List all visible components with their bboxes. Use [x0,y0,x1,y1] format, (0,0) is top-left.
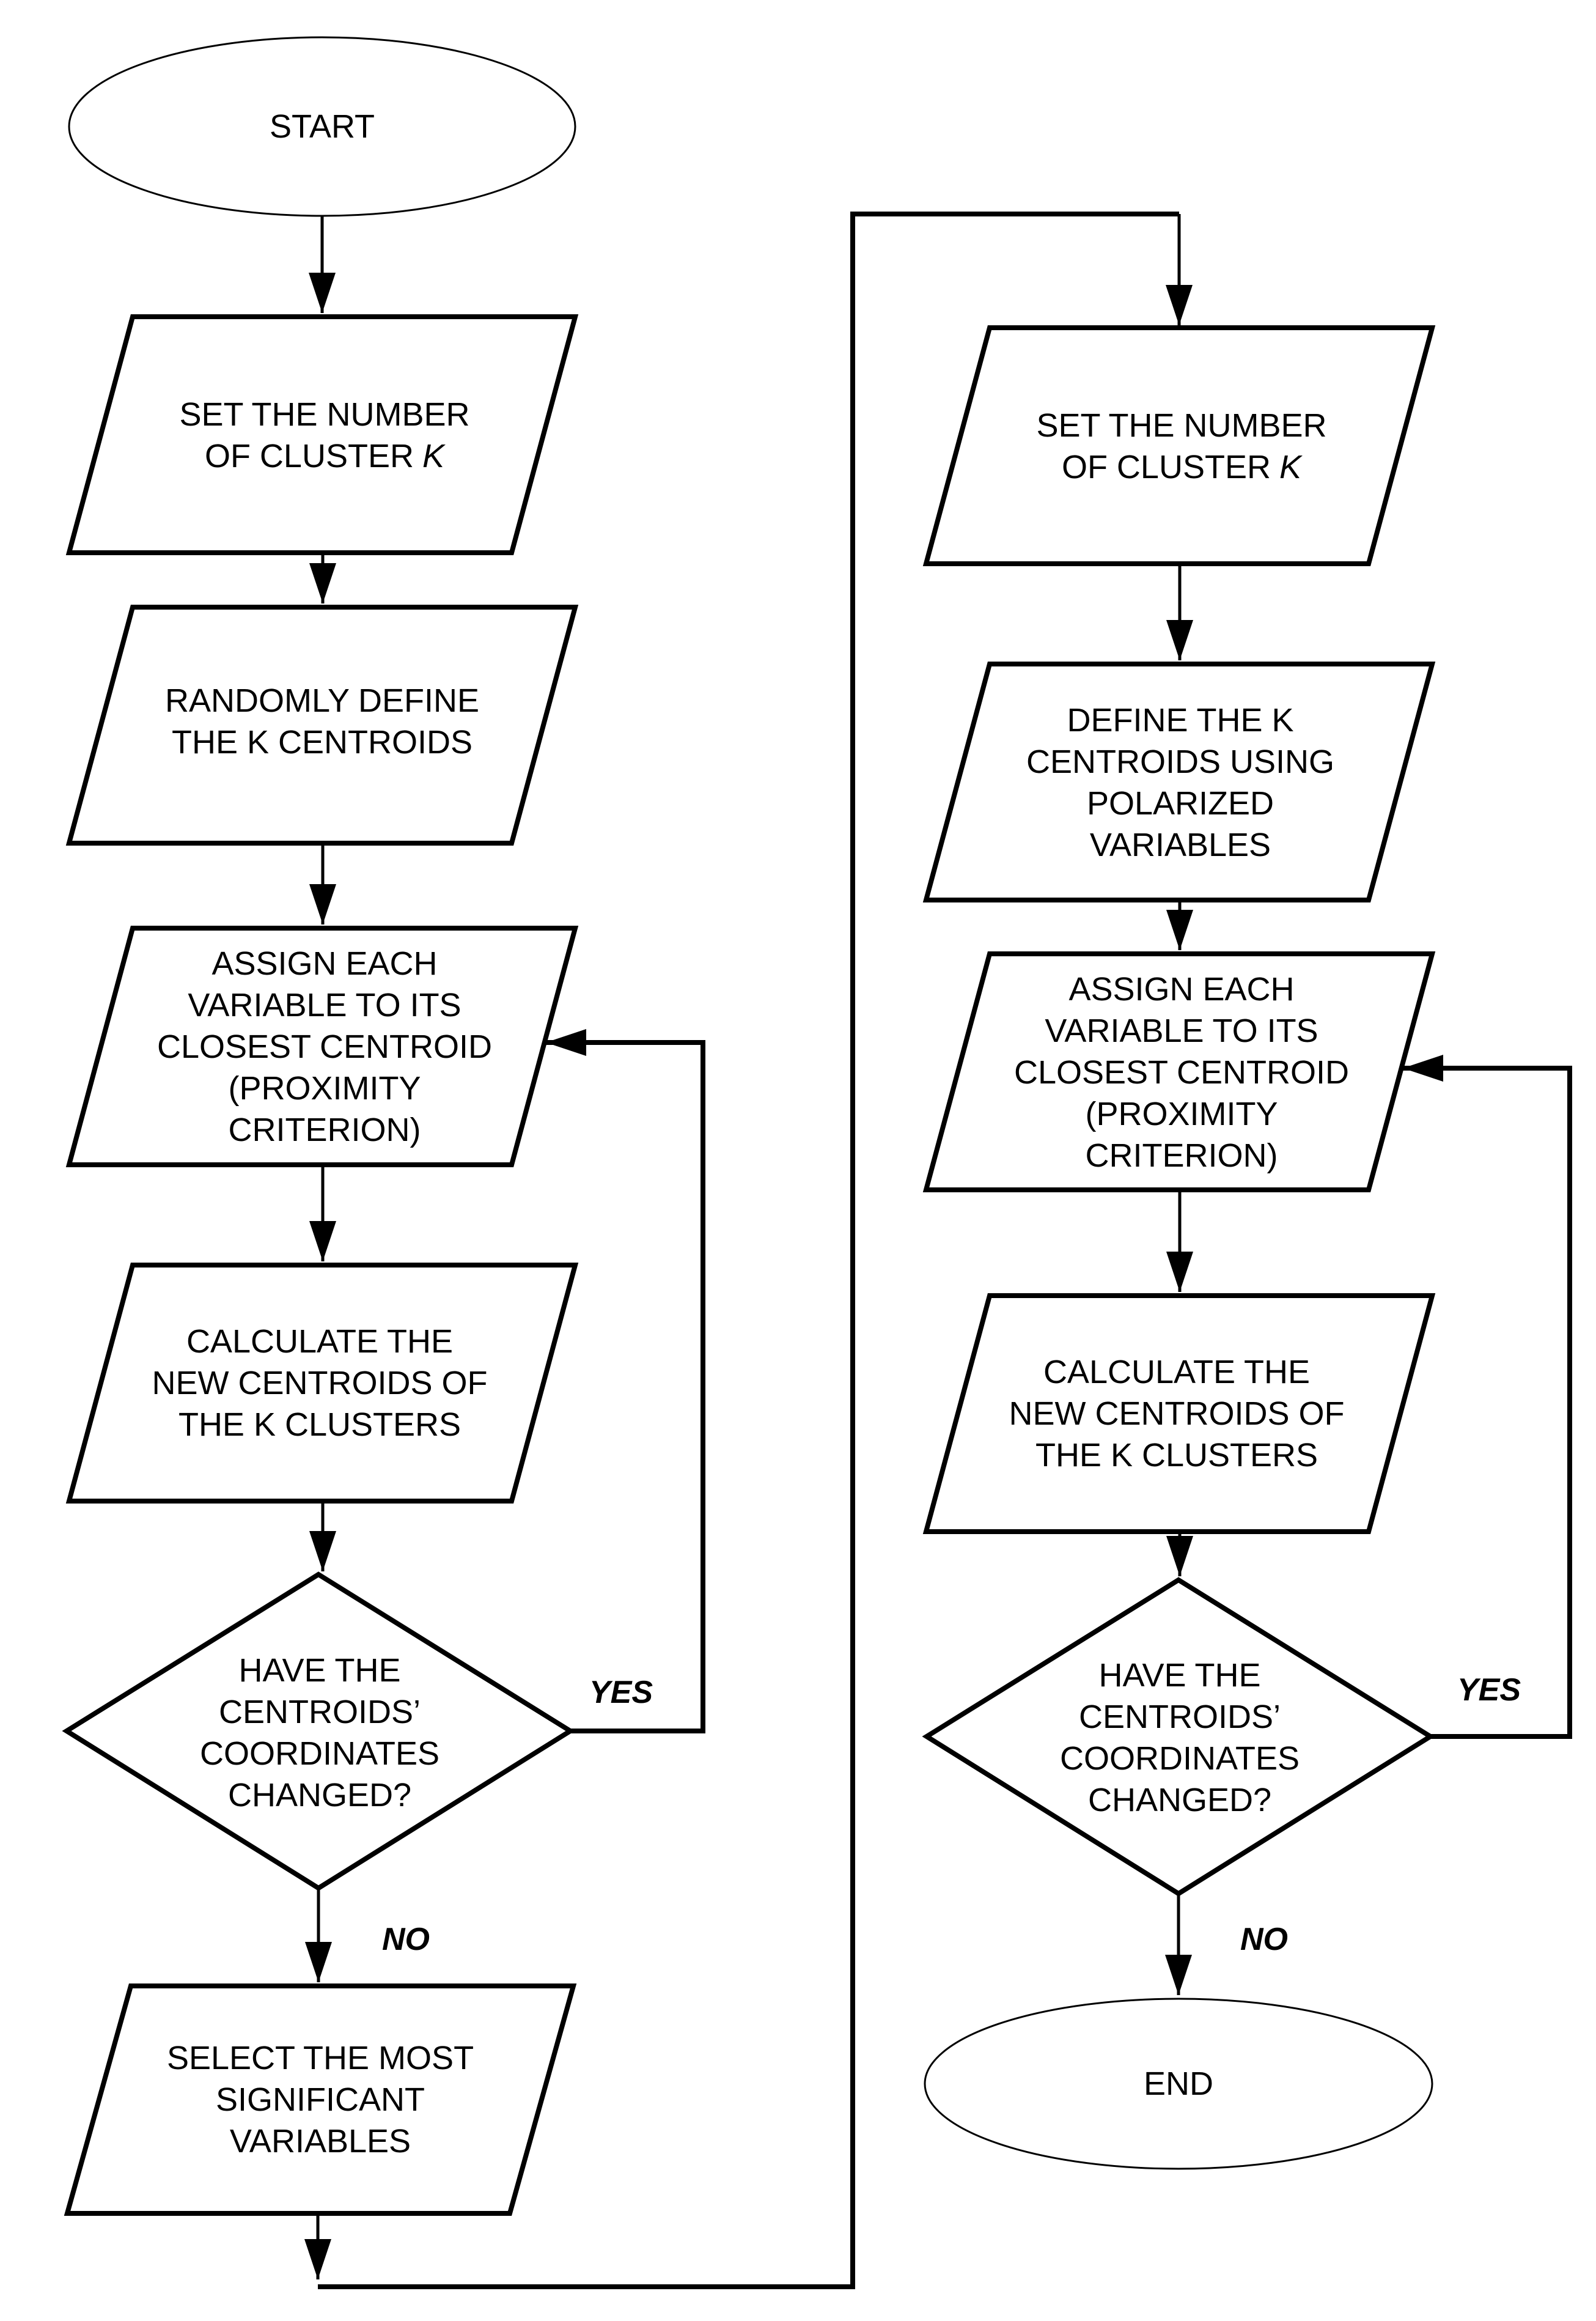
label-line: THE K CLUSTERS [1035,1437,1318,1474]
right-decision-diamond-shape [922,1577,1435,1897]
left-random-define-label: RANDOMLY DEFINE THE K CENTROIDS [165,680,479,763]
label-line: HAVE THE [238,1652,401,1689]
label-line: CENTROIDS’ [218,1694,421,1730]
left-select-shape [64,1983,577,2216]
label-line: COORDINATES [1059,1740,1300,1777]
right-assign-label: ASSIGN EACH VARIABLE TO ITS CLOSEST CENT… [1014,969,1349,1176]
label-line: ASSIGN EACH [1068,971,1295,1008]
label-line: (PROXIMITY [1085,1096,1278,1132]
right-yes-edge-label: YES [1457,1672,1521,1708]
right-calculate-label: CALCULATE THE NEW CENTROIDS OF THE K CLU… [1009,1351,1345,1476]
left-random-define-shape [65,605,579,846]
label-line: NEW CENTROIDS OF [1009,1395,1345,1432]
right-assign-shape [922,951,1436,1192]
label-line: HAVE THE [1098,1657,1261,1694]
start-terminator-shape [68,36,576,217]
left-no-edge-label: NO [382,1922,430,1957]
right-decision-label: HAVE THE CENTROIDS’ COORDINATES CHANGED? [1060,1655,1300,1821]
left-assign-label: ASSIGN EACH VARIABLE TO ITS CLOSEST CENT… [157,943,492,1151]
end-label: END [1143,2065,1214,2102]
left-calculate-shape [65,1263,579,1504]
right-no-edge-label: NO [1240,1922,1288,1957]
label-line: CALCULATE THE [186,1323,454,1360]
left-calculate-label: CALCULATE THE NEW CENTROIDS OF THE K CLU… [152,1321,488,1445]
label-line: VARIABLES [1089,827,1271,863]
label-line: CLOSEST CENTROID [1013,1054,1350,1091]
label-line: THE K CLUSTERS [178,1406,462,1443]
label-line: VARIABLE TO ITS [1045,1013,1318,1049]
end-terminator-shape [924,1998,1433,2170]
left-assign-shape [65,926,579,1167]
left-decision-diamond-shape [62,1571,575,1891]
label-line: SET THE NUMBER [1036,407,1327,444]
label-line: CHANGED? [1087,1782,1272,1818]
start-label: START [269,108,375,145]
edge-right-yes-loop [1403,1055,1572,1739]
label-line: RANDOMLY DEFINE [164,682,480,719]
label-line: CALCULATE THE [1043,1354,1311,1390]
left-set-number-shape [65,314,579,555]
left-select-label: SELECT THE MOST SIGNIFICANT VARIABLES [167,2037,474,2162]
italic-k: K [422,438,445,474]
right-define-shape [922,662,1436,902]
label-line: CLOSEST CENTROID [156,1028,493,1065]
label-line: CENTROIDS USING [1026,744,1335,780]
edge-cross-column-connector [318,212,1179,2289]
left-decision-label: HAVE THE CENTROIDS’ COORDINATES CHANGED? [200,1650,439,1816]
label-line: CRITERION) [1085,1137,1278,1174]
label-line: SIGNIFICANT [215,2081,425,2118]
label-line: COORDINATES [199,1735,440,1772]
label-line: CRITERION) [228,1112,421,1148]
right-calculate-shape [922,1293,1436,1534]
label-line: CENTROIDS’ [1078,1699,1281,1735]
edge-left-yes-loop [546,1029,705,1733]
label-line: (PROXIMITY [228,1070,421,1107]
label-line: POLARIZED [1086,785,1274,822]
label-line: SELECT THE MOST [166,2040,474,2076]
right-set-number-shape [922,325,1436,566]
label-line: NEW CENTROIDS OF [152,1365,488,1401]
italic-k: K [1279,449,1302,485]
label-line: CHANGED? [227,1777,412,1814]
label-line: ASSIGN EACH [211,945,438,982]
label-line: VARIABLES [229,2123,411,2160]
label-line: SET THE NUMBER [179,396,470,433]
label-line: THE K CENTROIDS [171,724,473,761]
right-define-label: DEFINE THE K CENTROIDS USING POLARIZED V… [1026,699,1334,866]
left-yes-edge-label: YES [589,1675,653,1710]
label-line: DEFINE THE K [1067,702,1294,739]
label-line: VARIABLE TO ITS [188,987,462,1024]
